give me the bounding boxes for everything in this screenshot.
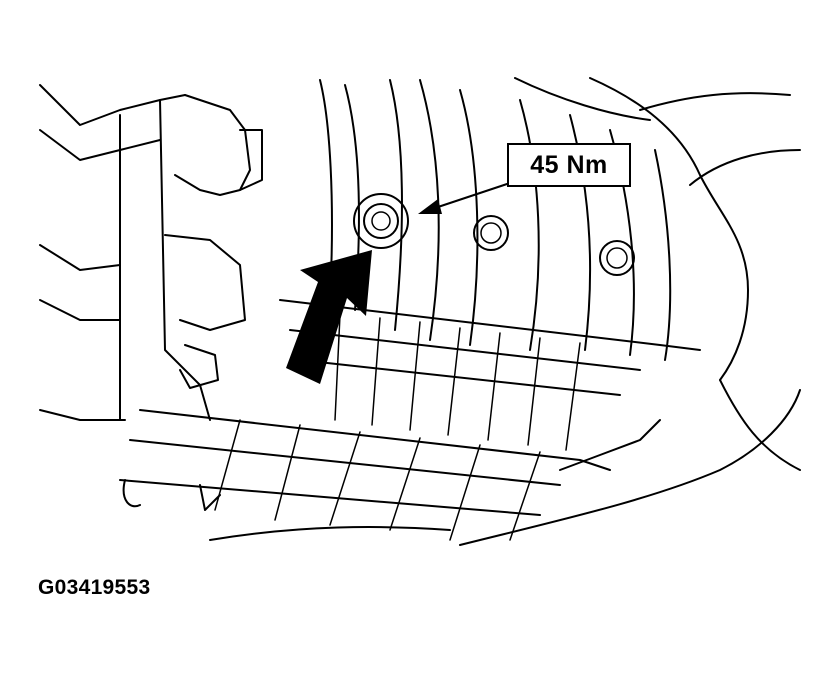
bolt-icon	[353, 193, 409, 249]
arrow-icon	[286, 250, 372, 384]
bolt-icon	[473, 215, 509, 251]
figure-id: G03419553	[38, 576, 151, 599]
leader-line	[418, 183, 508, 214]
bolt-icon	[599, 240, 635, 276]
torque-value: 45 Nm	[530, 150, 608, 179]
torque-callout: 45 Nm	[507, 143, 631, 187]
